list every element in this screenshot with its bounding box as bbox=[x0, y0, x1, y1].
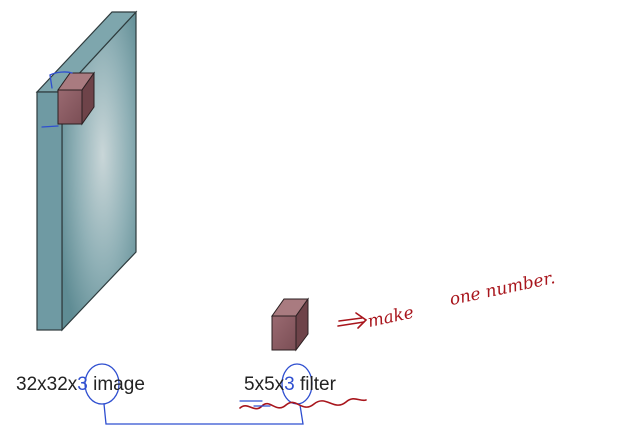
filter-caption-depth: 3 bbox=[284, 374, 295, 395]
filter-on-volume bbox=[57, 71, 95, 126]
image-caption-depth: 3 bbox=[77, 374, 88, 395]
input-volume bbox=[35, 10, 138, 332]
arrow-icon bbox=[337, 312, 368, 329]
image-caption-suffix: image bbox=[87, 374, 145, 395]
image-caption-prefix: 32x32x bbox=[16, 374, 78, 395]
filter-cube bbox=[271, 297, 309, 352]
blue-pen-marks-volume bbox=[41, 71, 73, 128]
filter-underline-blue bbox=[239, 400, 271, 407]
filter-caption-suffix: filter bbox=[294, 374, 336, 395]
input-volume-front-face bbox=[36, 91, 63, 331]
image-caption: 32x32x3 image bbox=[16, 374, 145, 396]
filter-cube-front-face bbox=[271, 315, 297, 351]
filter-underline-squiggle bbox=[239, 398, 367, 410]
filter-on-volume-front-face bbox=[57, 89, 83, 125]
filter-caption-prefix: 5x5x bbox=[244, 374, 285, 395]
image-depth-circle bbox=[84, 363, 120, 405]
depth-connector-bracket bbox=[103, 403, 304, 425]
filter-caption: 5x5x3 filter bbox=[244, 374, 336, 396]
